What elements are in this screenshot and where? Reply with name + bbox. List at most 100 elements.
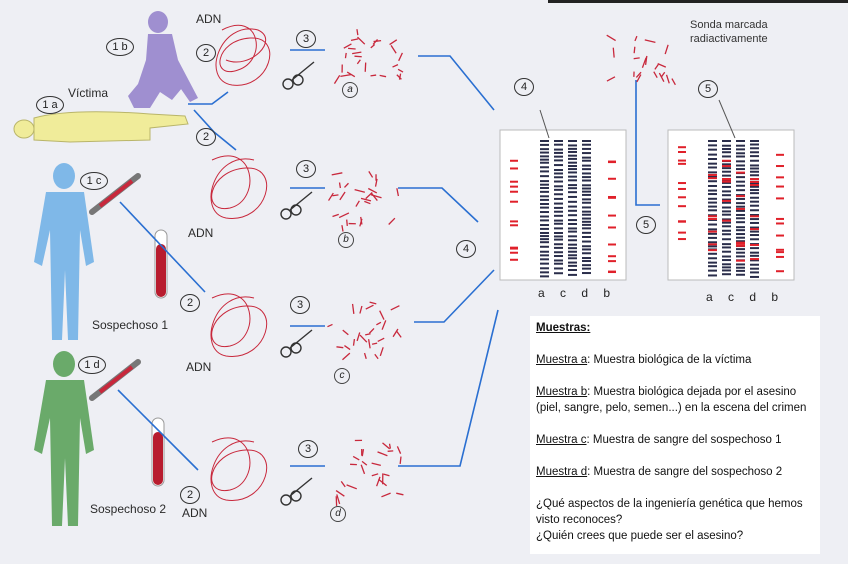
gel-band (736, 148, 745, 151)
gel-band (708, 148, 717, 151)
gel-band (582, 140, 591, 142)
dna-fragment (343, 43, 352, 49)
gel-band (540, 180, 549, 183)
marker-band (608, 271, 616, 274)
dna-fragment (379, 310, 385, 320)
gel-band (540, 215, 549, 218)
marker-band (678, 231, 686, 234)
gel-band (582, 260, 591, 263)
gel-band (736, 240, 745, 243)
dna-fragment (338, 182, 342, 189)
gel-band (708, 189, 717, 192)
gel-band (540, 227, 549, 230)
gel-band (540, 155, 549, 158)
gel-band (554, 180, 563, 183)
marker-band (776, 270, 784, 273)
dna-fragment (396, 330, 402, 338)
gel-band (540, 183, 549, 186)
gel-band (708, 252, 717, 255)
step-1b-badge: 1 b (106, 38, 134, 56)
probe-band (722, 159, 731, 162)
dna-fragment (396, 74, 402, 80)
marker-band (776, 165, 784, 168)
gel-band (722, 246, 731, 249)
gel-band (722, 259, 731, 262)
dna-fragment (371, 342, 378, 345)
dna-fragment (359, 305, 363, 314)
gel-band (568, 154, 577, 157)
gel-band (722, 243, 731, 246)
dna-fragment (356, 332, 361, 342)
gel-band (750, 192, 759, 195)
marker-band (678, 196, 686, 199)
gel-band (540, 143, 549, 146)
gel-band (736, 236, 745, 239)
gel-band (568, 205, 577, 208)
dna-fragment (365, 304, 374, 310)
dna-fragment (376, 321, 382, 326)
gel-band (540, 275, 549, 278)
dna-fragment (374, 353, 379, 360)
dna-fragment (390, 45, 397, 54)
dna-fragment (351, 303, 355, 314)
gel-band (568, 235, 577, 238)
gel-band (582, 213, 591, 216)
marker-band (608, 243, 616, 246)
gel-band (736, 217, 745, 220)
gel-band (750, 140, 759, 142)
gel-band (750, 226, 759, 229)
dna-fragment (342, 329, 349, 336)
gel-band (568, 191, 577, 194)
gel-band (708, 241, 717, 244)
gel-band (736, 184, 745, 187)
gel-band (708, 236, 717, 239)
gel-band (540, 151, 549, 154)
probe-fragment (664, 44, 669, 55)
question-1: ¿Qué aspectos de la ingeniería genética … (536, 498, 803, 526)
probe-fragment (657, 63, 667, 68)
gel-band (736, 229, 745, 232)
syringe-c (89, 173, 141, 215)
dna-fragment (369, 301, 377, 305)
gel-band (554, 151, 563, 154)
suspect2-label: Sospechoso 2 (90, 502, 167, 516)
gel-band (750, 234, 759, 237)
test-tube-d (151, 417, 165, 487)
gel-band (736, 226, 745, 229)
gel-band (554, 243, 563, 246)
dna-fragment (370, 43, 376, 49)
probe-band (750, 228, 759, 231)
gel-band (582, 184, 591, 187)
gel-band (750, 238, 759, 241)
dna-fragment (374, 178, 378, 187)
gel-band (582, 198, 591, 201)
marker-band (776, 248, 784, 251)
gel-band (722, 210, 731, 213)
dna-fragment (355, 200, 360, 207)
gel-band (582, 159, 591, 162)
gel-band (750, 204, 759, 207)
gel-band (750, 143, 759, 146)
gel-band (736, 205, 745, 208)
gel-band (736, 273, 745, 276)
gel-band (736, 233, 745, 236)
probe-band (722, 199, 731, 202)
dna-fragment (361, 449, 365, 457)
gel-band (722, 266, 731, 269)
gel-band (582, 245, 591, 248)
gel-band (554, 193, 563, 196)
gel-band (568, 140, 577, 142)
gel-band (540, 186, 549, 189)
gel-band (554, 227, 563, 230)
gel-band (750, 155, 759, 158)
gel-band (750, 214, 759, 217)
gel-band (554, 140, 563, 142)
gel-band (722, 167, 731, 170)
gel-band (708, 171, 717, 174)
dna-fragment (388, 217, 396, 225)
gel-band (736, 152, 745, 155)
probe-band (750, 258, 759, 261)
probe-fragment (671, 78, 676, 86)
gel-band (554, 219, 563, 222)
